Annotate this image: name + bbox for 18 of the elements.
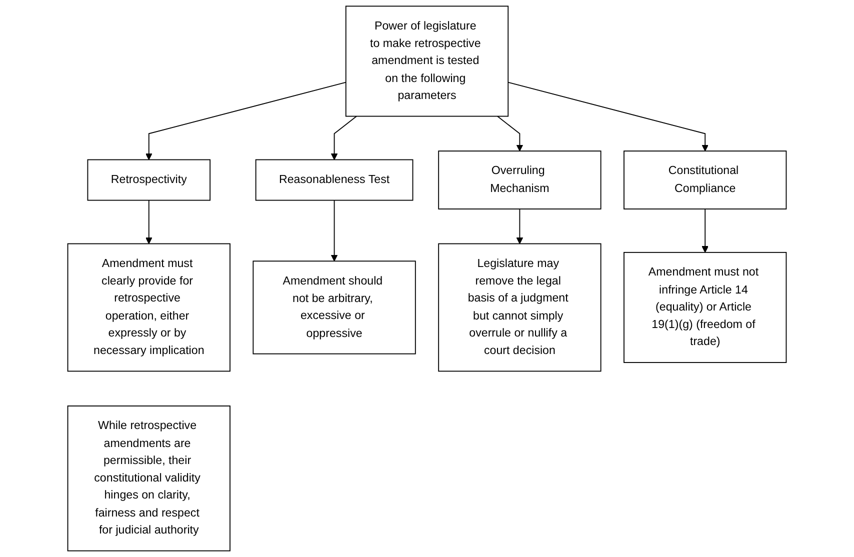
node-box: Power of legislature to make retrospective amendment is tested on the following parameters <box>345 6 509 117</box>
node-box: Reasonableness Test <box>255 159 414 201</box>
node-box: While retrospective amendments are permissible, their constitutional validity hinges on clarity, fairness and respect for judicial authority <box>67 406 230 552</box>
node-box: Amendment must not infringe Article 14 (equality) or Article 19(1)(g) (freedom of trade) <box>624 252 787 363</box>
arrow <box>330 116 357 160</box>
arrow <box>516 208 524 244</box>
node-box: Retrospectivity <box>87 159 211 201</box>
arrow <box>145 82 346 160</box>
node-box: Overruling Mechanism <box>438 150 602 210</box>
node-box: Amendment must clearly provide for retrospective operation, either expressly or by necessary implication <box>67 243 230 372</box>
arrow <box>330 200 338 262</box>
node-box: Constitutional Compliance <box>624 150 787 210</box>
arrow <box>145 200 152 244</box>
arrow <box>497 116 524 152</box>
arrow <box>702 208 709 253</box>
arrow <box>508 82 709 152</box>
node-box: Legislature may remove the legal basis of a judgment but cannot simply overrule or nullify a court decision <box>438 243 602 372</box>
node-box: Amendment should not be arbitrary, excessive or oppressive <box>252 260 416 354</box>
